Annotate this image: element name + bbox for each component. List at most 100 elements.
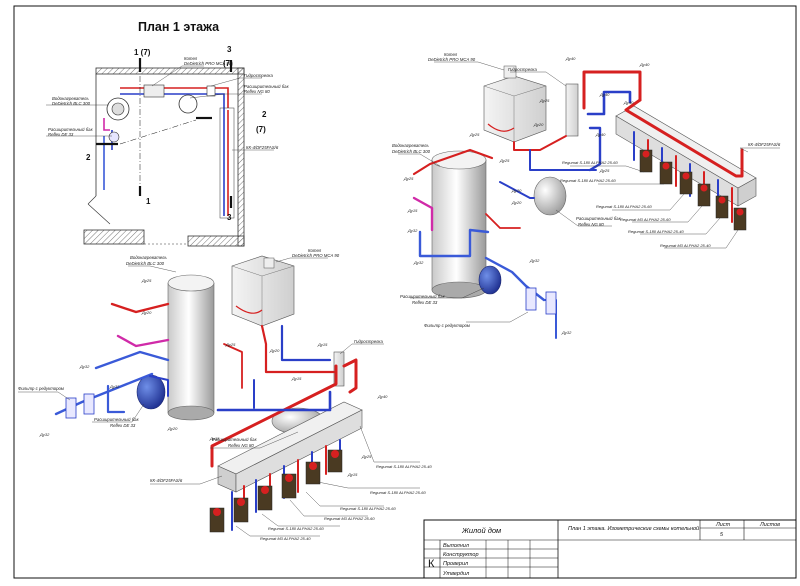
iso-left: Котел DeDietrich PRO MCA 90 Водонагреват…	[18, 248, 432, 541]
title-block-sheet-label: Лист	[715, 522, 731, 528]
pump-label: Regumat S-180 ALPHA2 25-60	[596, 204, 652, 209]
title-block-role: Утвердил	[442, 571, 469, 577]
plan-heater-model: DeDietrich BLC 300	[52, 101, 91, 106]
pump-label: Regumat S-180 ALPHA2 25-60	[562, 160, 618, 165]
pipe-tag: Ду32	[39, 432, 50, 437]
iso-right-tank2-model: Reflex NG 80	[578, 222, 604, 227]
pipe-tag: Ду40	[639, 62, 650, 67]
pump-label: Regumat S-180 ALPHA2 25-40	[628, 229, 684, 234]
pipe-tag: Ду40	[565, 56, 576, 61]
pump-label: Regumat M3 ALPHA2 25-40	[260, 536, 311, 541]
pipe-tag: Ду40	[599, 92, 610, 97]
iso-left-leaders	[18, 257, 420, 537]
title-block-role: Конструктор	[443, 552, 479, 558]
plan-hydro: Гидрострелка	[244, 73, 273, 78]
iso-right-heater	[431, 150, 487, 299]
plan-section-1-top: 1 (7)	[134, 48, 151, 57]
plan-section-marks	[96, 58, 233, 208]
iso-left-hydro	[333, 351, 345, 387]
pipe-tag: Ду25	[403, 176, 414, 181]
iso-right-heater-model: DeDietrich BLC 300	[392, 149, 431, 154]
pipe-tag: Ду20	[269, 348, 280, 353]
iso-left-heater-name: Водонагреватель	[130, 255, 167, 260]
plan-boiler-model: DeDietrich PRO MCA 90	[184, 61, 232, 66]
plan-walls	[83, 67, 245, 247]
pipe-tag: Ду32	[79, 364, 90, 369]
floor-plan: План 1 этажа	[46, 20, 290, 247]
iso-left-tank-de33	[136, 374, 166, 410]
iso-right-tank-name: Расширительный бак	[400, 294, 446, 299]
iso-right-tank-ng80	[533, 176, 567, 216]
pipe-tag: Ду20	[511, 200, 522, 205]
iso-right-tank-model: Reflex DE 33	[412, 300, 438, 305]
plan-heater-name: Водонагреватель	[52, 96, 89, 101]
iso-left-pipe-tags: Ду25 Ду20 Ду32 Ду32 Ду32 Ду25 Ду20 Ду15 …	[39, 278, 388, 477]
iso-left-tank2-model: Reflex NG 80	[228, 443, 254, 448]
sheet-border	[13, 5, 797, 579]
pipe-tag: Ду15	[317, 342, 328, 347]
pipe-tag: Ду15	[291, 376, 302, 381]
pipe-tag: Ду20	[533, 122, 544, 127]
pump-label: Regumat S-180 ALPHA2 25-60	[268, 526, 324, 531]
plan-section-1-bottom: 1	[146, 197, 151, 206]
plan-tank2-name: Расширительный бак	[244, 84, 290, 89]
iso-right-collector: КК-4/DF25FAS/6	[748, 142, 781, 147]
pipe-tag: Ду15	[209, 436, 220, 441]
pump-label: Regumat S-180 ALPHA2 25-60	[370, 490, 426, 495]
pump-label: Regumat S-180 ALPHA2 25-40	[376, 464, 432, 469]
iso-left-filter-label: Фильтр с редуктором	[18, 386, 64, 391]
pump-label: Regumat M3 ALPHA2 25-60	[324, 516, 375, 521]
pipe-tag: Ду25	[599, 168, 610, 173]
pipe-tag: Ду32	[413, 260, 424, 265]
title-block-letter: К	[428, 558, 435, 570]
iso-right-tank-de33	[478, 265, 502, 295]
plan-section-2-left: 2	[86, 153, 91, 162]
iso-right-heater-name: Водонагреватель	[392, 143, 429, 148]
iso-left-boiler-model: DeDietrich PRO MCA 90	[292, 253, 340, 258]
title-block-role: Выполнил	[443, 543, 469, 549]
pump-label: Regumat S-180 ALPHA2 25-60	[560, 178, 616, 183]
pipe-tag: Ду15	[347, 472, 358, 477]
iso-right-pump-units	[639, 149, 747, 231]
pipe-tag: Ду20	[167, 426, 178, 431]
title-block	[423, 519, 797, 579]
plan-section-3-bottom: 3	[227, 213, 232, 222]
pump-label: Regumat M3 ALPHA2 25-40	[660, 243, 711, 248]
iso-left-collector	[217, 401, 363, 493]
pipe-tag: Ду32	[407, 228, 418, 233]
title-block-sheet-number: 5	[720, 532, 724, 538]
pipe-tag: Ду15	[407, 208, 418, 213]
plan-boiler-name: Котел	[184, 56, 198, 61]
pipe-tag: Ду25	[469, 132, 480, 137]
pipe-tag: Ду32	[109, 384, 120, 389]
title-block-sheet-title: План 1 этажа. Изометрические схемы котел…	[568, 525, 699, 532]
iso-right-leaders	[398, 61, 780, 323]
plan-title: План 1 этажа	[138, 20, 220, 34]
iso-right-filter-label: Фильтр с редуктором	[424, 323, 470, 328]
plan-tank2-model: Reflex NG 80	[244, 89, 270, 94]
iso-left-tank-model: Reflex DE 33	[110, 423, 136, 428]
pipe-tag: Ду25	[141, 278, 152, 283]
iso-left-tank-name: Расширительный бак	[94, 417, 140, 422]
pump-label: Regumat M3 ALPHA2 25-60	[620, 217, 671, 222]
pipe-tag: Ду25	[361, 454, 372, 459]
pipe-tag: Ду32	[529, 258, 540, 263]
pipe-tag: Ду40	[377, 394, 388, 399]
pipe-tag: Ду25	[225, 342, 236, 347]
plan-section-3-note: (7)	[223, 59, 233, 68]
iso-right-boiler-model: DeDietrich PRO MCA 90	[428, 57, 476, 62]
title-block-project: Жилой дом	[461, 526, 501, 535]
pipe-tag: Ду25	[499, 158, 510, 163]
plan-leaders	[46, 65, 274, 151]
iso-left-pump-labels: Regumat S-180 ALPHA2 25-40 Regumat S-180…	[260, 464, 432, 541]
iso-left-hydro: Гидрострелка	[354, 339, 383, 344]
plan-tank-name: Расширительный бак	[48, 127, 94, 132]
iso-right-hydro	[565, 83, 579, 137]
plan-section-2-note: (7)	[256, 125, 266, 134]
iso-left-collector: КК-4/DF25FAS/6	[150, 478, 183, 483]
pipe-tag: Ду40	[623, 100, 634, 105]
pipe-tag: Ду40	[595, 132, 606, 137]
iso-right-pipe-tags: Ду40 Ду40 Ду40 Ду40 Ду40 Ду25 Ду25 Ду25 …	[403, 56, 650, 335]
iso-right-hydro: Гидрострелка	[508, 67, 537, 72]
